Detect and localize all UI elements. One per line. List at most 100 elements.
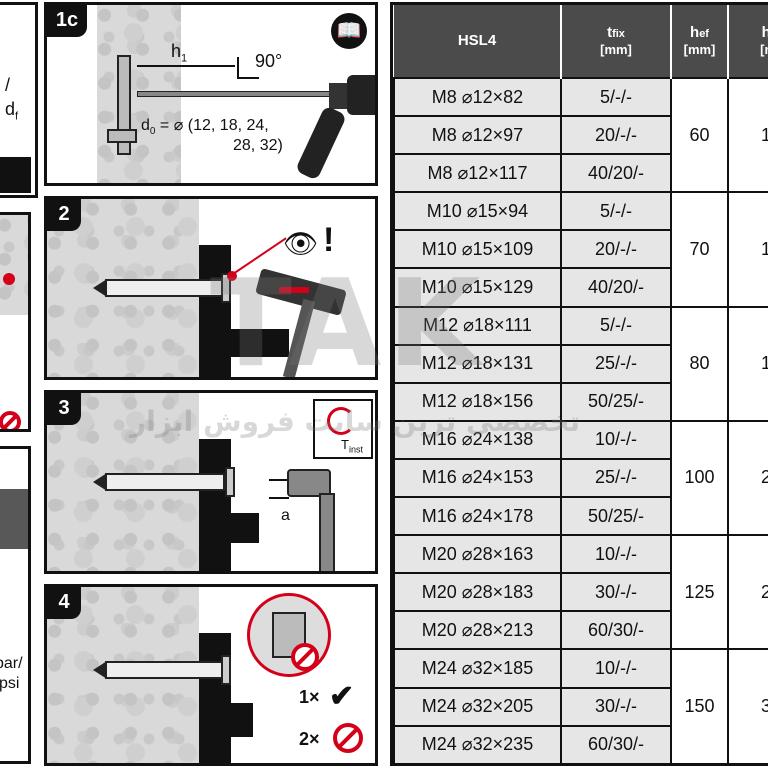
- arrow-marks: /: [5, 75, 11, 95]
- fixture-plate: [199, 245, 231, 377]
- step-1c-panel: 1c h1 90° d0 = ⌀ (12, 18, 24, 28, 32) 📖: [44, 2, 378, 186]
- left-panel-bottom: bar/ psi: [0, 446, 31, 764]
- cell-tfix: 40/20/-: [560, 153, 672, 194]
- cell-model: M12 ⌀18×111: [393, 305, 562, 346]
- table-row: M8 ⌀12×825/-/-60120: [393, 76, 768, 194]
- prohibited-icon: [333, 723, 363, 753]
- anchor-nut: [221, 655, 231, 685]
- cell-hef: 60: [670, 76, 729, 194]
- anchor-bolt: [105, 279, 225, 297]
- drill-shaft: [137, 91, 333, 97]
- anchor-bolt: [105, 473, 225, 491]
- cell-tfix: 10/-/-: [560, 419, 672, 460]
- cell-model: M24 ⌀32×235: [393, 724, 562, 763]
- cell-hmin: 160: [727, 305, 768, 422]
- cell-tfix: 25/-/-: [560, 343, 672, 384]
- cell-tfix: 10/-/-: [560, 648, 672, 689]
- cell-model: M24 ⌀32×205: [393, 686, 562, 727]
- table-row: M10 ⌀15×945/-/-70140: [393, 191, 768, 308]
- gap-dimension: [269, 479, 289, 499]
- cell-model: M24 ⌀32×185: [393, 648, 562, 689]
- tinst-label: Tinst: [341, 437, 363, 455]
- cell-tfix: 30/-/-: [560, 686, 672, 727]
- cell-model: M20 ⌀28×183: [393, 572, 562, 613]
- cell-tfix: 5/-/-: [560, 305, 672, 346]
- gap-a-label: a: [281, 507, 290, 524]
- anchor-bolt: [105, 661, 223, 679]
- cell-hmin: 140: [727, 191, 768, 308]
- cell-model: M10 ⌀15×94: [393, 191, 562, 232]
- h1-label: h1: [171, 41, 188, 65]
- left-panel-middle: [0, 212, 31, 432]
- strike-arrow-icon: [279, 287, 309, 293]
- no-retighten-icon: [291, 643, 319, 671]
- anchor-nut: [225, 467, 235, 497]
- cell-model: M16 ⌀24×153: [393, 457, 562, 499]
- cell-tfix: 20/-/-: [560, 115, 672, 156]
- cell-hef: 150: [670, 648, 729, 763]
- read-manual-icon: 📖: [331, 13, 367, 49]
- torque-rotation-icon: [327, 407, 355, 435]
- inspection-point: [227, 271, 237, 281]
- base-plate: [0, 157, 31, 193]
- table-header-row: HSL4 tfix[mm] hef[mm] hmin[mm]: [394, 5, 768, 78]
- cell-model: M12 ⌀18×131: [393, 343, 562, 384]
- header-hmin: hmin[mm]: [728, 5, 768, 78]
- inspection-line: [232, 237, 287, 275]
- detail-magnifier: [247, 593, 331, 677]
- anchor-tip: [93, 279, 107, 297]
- torque-wrench-handle: [319, 493, 335, 571]
- fixture-foot: [199, 513, 259, 543]
- step-badge: 2: [47, 199, 81, 231]
- angle-mark: [237, 57, 259, 79]
- once-label: 1×: [299, 687, 320, 707]
- cell-tfix: 10/-/-: [560, 534, 672, 575]
- twice-label: 2×: [299, 729, 320, 749]
- cell-tfix: 60/30/-: [560, 724, 672, 763]
- cell-hef: 80: [670, 305, 729, 422]
- d0-label: d0 = ⌀ (12, 18, 24,: [141, 117, 269, 138]
- pressure-unit-psi: psi: [0, 675, 20, 692]
- step-3-panel: 3 a Tinst: [44, 390, 378, 574]
- cell-tfix: 50/25/-: [560, 496, 672, 537]
- header-model: HSL4: [394, 5, 562, 78]
- drill-handle: [294, 105, 348, 181]
- pressure-unit-bar: bar/: [0, 655, 23, 672]
- fixture-plate: [199, 633, 231, 763]
- cell-model: M8 ⌀12×82: [393, 76, 562, 118]
- cell-hef: 70: [670, 191, 729, 308]
- angle-label: 90°: [255, 51, 283, 71]
- cell-tfix: 5/-/-: [560, 191, 672, 232]
- fixture-foot: [199, 703, 253, 737]
- df-label: df: [5, 99, 19, 123]
- cell-tfix: 30/-/-: [560, 572, 672, 613]
- step-badge: 1c: [47, 5, 87, 37]
- step-badge: 3: [47, 393, 81, 425]
- header-hef: hef[mm]: [671, 5, 729, 78]
- no-sign-icon-small: [0, 411, 21, 429]
- drill-body: [347, 75, 375, 115]
- tool-silhouette: [0, 489, 28, 549]
- cell-tfix: 40/20/-: [560, 267, 672, 308]
- h1-dimension-line: [137, 65, 235, 67]
- cell-model: M16 ⌀24×178: [393, 496, 562, 537]
- checkmark-icon: ✔: [329, 680, 355, 713]
- eye-icon: 👁: [283, 228, 319, 259]
- torque-icon-box: Tinst: [313, 399, 373, 459]
- detail-nut: [272, 612, 306, 658]
- step-4-panel: 4 1× ✔ 2×: [44, 584, 378, 766]
- cell-tfix: 60/30/-: [560, 610, 672, 651]
- cell-tfix: 50/25/-: [560, 381, 672, 422]
- cell-tfix: 20/-/-: [560, 229, 672, 270]
- step-badge: 4: [47, 587, 81, 619]
